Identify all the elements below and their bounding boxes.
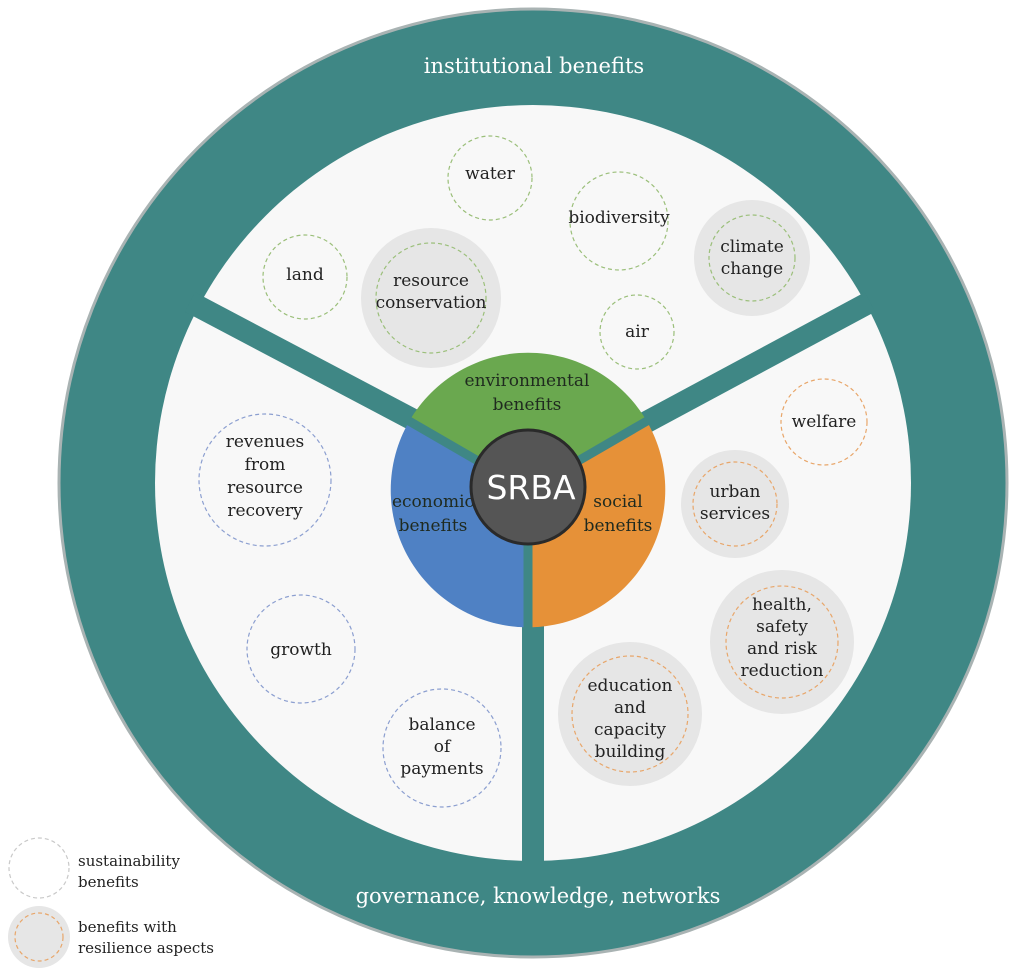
text-line: payments: [400, 759, 483, 779]
text-line: climate: [720, 237, 784, 257]
node-dashed-ring: [382, 688, 502, 808]
node-resilience-disk: [558, 642, 702, 786]
node-label: land: [286, 265, 324, 285]
legend-sustainability: sustainability benefits: [8, 837, 180, 899]
node-dashed-ring: [262, 234, 348, 320]
node-label: air: [625, 322, 650, 342]
node-label: biodiversity: [568, 208, 670, 228]
node-revenues: revenues from resource recovery: [198, 413, 332, 547]
legend-sustainability-label: sustainability benefits: [78, 852, 180, 891]
center-circle: [469, 428, 587, 546]
node-label: water: [465, 164, 516, 184]
ring-top-label: institutional benefits: [424, 54, 644, 78]
node-dashed-ring: [780, 378, 868, 466]
legend: sustainability benefits benefits with resi…: [8, 837, 214, 968]
node-dashed-ring: [571, 655, 689, 773]
text-line: resource: [393, 271, 469, 291]
node-dashed-ring: [447, 135, 533, 221]
text-line: services: [700, 504, 770, 524]
text-line: benefits: [78, 873, 139, 891]
legend-sustainability-swatch: [8, 837, 70, 899]
text-line: and: [614, 698, 646, 718]
text-line: from: [245, 455, 286, 475]
node-dashed-ring: [708, 214, 796, 302]
text-line: economic: [392, 492, 474, 512]
text-line: welfare: [792, 412, 857, 432]
node-dashed-ring: [599, 294, 675, 370]
text-line: environmental: [465, 371, 590, 391]
text-line: sustainability: [78, 852, 180, 870]
node-dashed-ring: [692, 461, 778, 547]
text-line: reduction: [741, 661, 824, 681]
node-land: land: [262, 234, 348, 320]
node-dashed-ring: [246, 594, 356, 704]
text-line: revenues: [226, 432, 305, 452]
text-line: health,: [752, 595, 812, 615]
node-label: growth: [270, 640, 332, 660]
text-line: conservation: [376, 293, 487, 313]
legend-resilience-swatch-ring: [14, 912, 64, 962]
text-line: change: [721, 259, 784, 279]
ring-bottom-label: governance, knowledge, networks: [356, 884, 721, 908]
text-line: benefits: [399, 516, 468, 536]
text-line: of: [434, 737, 452, 757]
node-air: air: [599, 294, 675, 370]
text-line: education: [588, 676, 673, 696]
text-line: air: [625, 322, 650, 342]
legend-resilience-label: benefits with resilience aspects: [78, 918, 214, 957]
node-resilience-disk: [710, 570, 854, 714]
text-line: capacity: [594, 720, 666, 740]
node-growth: growth: [246, 594, 356, 704]
node-resilience-disk: [361, 228, 501, 368]
node-dashed-ring: [725, 585, 839, 699]
text-line: recovery: [227, 501, 303, 521]
legend-resilience: benefits with resilience aspects: [8, 906, 214, 968]
node-dashed-ring: [375, 242, 487, 354]
legend-resilience-swatch-disk: [8, 906, 70, 968]
node-water: water: [447, 135, 533, 221]
text-line: social: [593, 492, 643, 512]
text-line: benefits: [584, 516, 653, 536]
text-line: resilience aspects: [78, 939, 214, 957]
node-biodiversity: biodiversity: [568, 171, 670, 271]
text-line: safety: [756, 617, 808, 637]
text-line: biodiversity: [568, 208, 670, 228]
text-line: resource: [227, 478, 303, 498]
node-welfare: welfare: [780, 378, 868, 466]
text-line: benefits with: [78, 918, 177, 936]
node-resilience-disk: [694, 200, 810, 316]
node-resilience-disk: [681, 450, 789, 558]
text-line: urban: [709, 482, 760, 502]
text-line: benefits: [493, 395, 562, 415]
text-line: balance: [408, 715, 475, 735]
text-line: land: [286, 265, 324, 285]
text-line: building: [595, 742, 666, 762]
node-dashed-ring: [569, 171, 669, 271]
center-label: SRBA: [486, 468, 576, 507]
text-line: and risk: [747, 639, 818, 659]
text-line: growth: [270, 640, 332, 660]
node-label: welfare: [792, 412, 857, 432]
sector-label-social: social benefits: [584, 492, 653, 536]
sector-label-economic: economic benefits: [392, 492, 474, 536]
node-dashed-ring: [198, 413, 332, 547]
text-line: water: [465, 164, 516, 184]
node-label: revenues from resource recovery: [226, 432, 305, 521]
sector-label-environmental: environmental benefits: [465, 371, 590, 415]
